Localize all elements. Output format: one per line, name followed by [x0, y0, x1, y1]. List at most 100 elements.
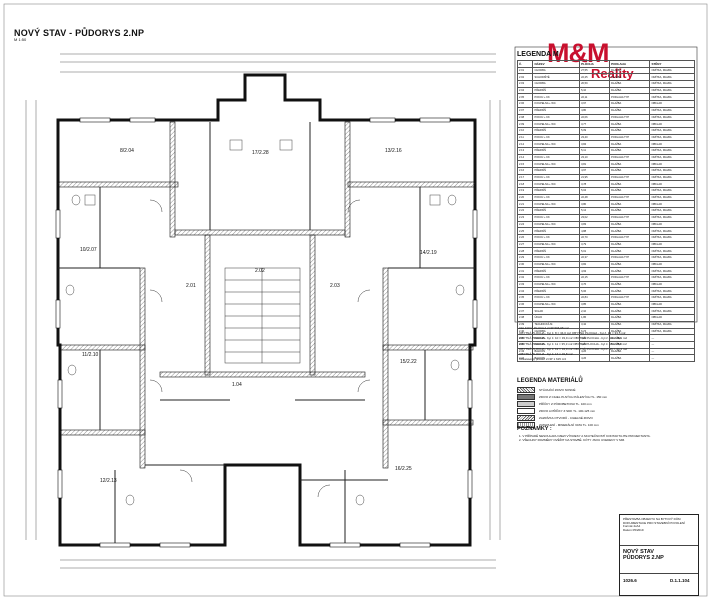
legend-cell: 3,81 — [579, 160, 611, 168]
material-label: ZDIVO Z CIHEL PLNÝCH PÁLENÝCH TL. 150 mm — [539, 394, 608, 399]
legend-cell: PŘEDSÍŇ — [532, 167, 581, 175]
legend-cell: 5,06 — [579, 287, 611, 296]
title-block: PŘESTAVBA OBJEKTU NA BYTOVÝ DŮM DOKUMENT… — [619, 514, 699, 596]
legend-cell: PODLAHA TYP — [609, 113, 651, 122]
drawing-title-line: PŮDORYS 2.NP — [623, 555, 664, 561]
summary-line: OBYTNÁ PLOCHA - byt č. 12 = 34,9 m2 OBYT… — [519, 346, 628, 351]
legend-cell: OBKLAD — [649, 160, 695, 168]
material-label: ZDIVO A PŘÍČKY Z SDK TL. 100-125 mm — [539, 408, 596, 413]
legend-cell: DLAŽBA — [609, 66, 651, 75]
legend-cell: 2.22 — [516, 207, 534, 215]
legend-cell: 2.07 — [516, 106, 534, 115]
summary-total: CELKOVÁ PLOCHA 2.NP 596,65 m2 — [519, 326, 569, 330]
legend-cell: PŘEDSÍŇ — [532, 227, 581, 235]
title-block-project: PŘESTAVBA OBJEKTU NA BYTOVÝ DŮM DOKUMENT… — [623, 517, 685, 532]
legend-cell: OMÍTKA, MALBA — [649, 294, 695, 302]
legend-cell: OBKLAD — [649, 300, 695, 309]
legend-cell: POKOJ + KK — [532, 173, 581, 182]
legend-cell: 3,84 — [579, 140, 611, 148]
legend-cell: PODLAHA TYP — [609, 93, 651, 102]
legend-cell: PODLAHA TYP — [609, 213, 651, 222]
summary-line: OBYTNÁ PLOCHA - byt č. 17 = 33,8 m2 — [519, 352, 573, 357]
legend-header-row: Č. NÁZEV PLOCHA PODLAHA STĚNY — [516, 60, 695, 68]
legend-cell: POKOJ + KK — [532, 233, 581, 242]
material-swatch — [517, 386, 535, 393]
legend-cell: — — [649, 354, 695, 362]
legend-cell: 5,01 — [579, 247, 611, 255]
legend-cell: 23,10 — [579, 153, 611, 162]
legend-cell: 1,86 — [579, 314, 611, 322]
legend-cell: POKOJ + KK — [532, 113, 581, 122]
material-item: ZDIVO Z CIHEL PLNÝCH PÁLENÝCH TL. 150 mm — [517, 393, 695, 400]
legend-cell: 2.05 — [516, 93, 534, 102]
material-swatch — [517, 414, 535, 421]
room-label: 13/2.16 — [385, 148, 402, 154]
legend-cell: 2.23 — [516, 213, 534, 222]
legend-cell: PŘEDSÍŇ — [532, 207, 581, 215]
legend-cell: 2.24 — [516, 220, 534, 229]
legend-cell: 2.19 — [516, 187, 534, 195]
legend-cell: 2.04 — [516, 86, 534, 95]
legend-cell: 3,80 — [579, 200, 611, 209]
drawing-number: 1026.6 — [623, 578, 637, 583]
legend-cell: 22,06 — [579, 113, 611, 122]
legend-cell: DLAŽBA — [609, 140, 651, 148]
door-swings — [149, 199, 371, 498]
legend-cell: 2.13 — [516, 146, 534, 155]
material-item: ZAZDÍVKA OTVORŮ - CIHELNÉ ZDIVO — [517, 414, 695, 421]
legend-cell: DLAŽBA — [609, 187, 651, 195]
legend-cell: PODLAHA TYP — [609, 294, 651, 302]
legend-header-cell: NÁZEV — [532, 60, 581, 68]
sheet-format: Formát 4xA4 — [623, 524, 641, 529]
material-item: PŘÍČKY Z PÓROBETONU TL. 100 mm — [517, 400, 695, 407]
legend-cell: 2.27 — [516, 240, 534, 249]
legend-cell: OMÍTKA, MALBA — [649, 227, 695, 235]
legend-cell: OBKLAD — [649, 220, 695, 229]
legend-cell: OMÍTKA, MALBA — [649, 66, 695, 75]
dimension-lines — [25, 53, 501, 569]
legend-cell: DLAŽBA — [609, 354, 651, 362]
legend-cell: 23,40 — [579, 133, 611, 142]
materials-legend: STÁVAJÍCÍ ZDIVO NOSNÉ ZDIVO Z CIHEL PLNÝ… — [517, 386, 695, 428]
materials-title: LEGENDA MATERIÁLŮ — [517, 378, 583, 384]
legend-cell: PŘEDSÍŇ — [532, 126, 581, 135]
legend-cell: PŘEDSÍŇ — [532, 187, 581, 195]
legend-cell: DLAŽBA — [609, 146, 651, 155]
room-label: 15/2.22 — [400, 359, 417, 365]
legend-cell: DLAŽBA — [609, 160, 651, 168]
legend-cell: 2.29 — [516, 253, 534, 262]
load-bearing-walls — [57, 121, 476, 469]
legend-cell: DLAŽBA — [609, 200, 651, 209]
legend-cell: KOUPELNA + WC — [532, 280, 581, 289]
legend-cell: DLAŽBA — [609, 73, 651, 82]
room-label: 2.03 — [330, 283, 340, 289]
legend-cell: OMÍTKA, MALBA — [649, 113, 695, 122]
legend-cell: OBKLAD — [649, 140, 695, 148]
legend-cell: DLAŽBA — [609, 267, 651, 275]
legend-cell: OBKLAD — [649, 120, 695, 128]
legend-cell: OMÍTKA, MALBA — [649, 287, 695, 296]
legend-cell: OMÍTKA, MALBA — [649, 247, 695, 255]
legend-header-cell: Č. — [516, 60, 534, 68]
material-label: ZAZDÍVKA OTVORŮ - CIHELNÉ ZDIVO — [539, 415, 593, 420]
legend-cell: 22,25 — [579, 73, 611, 82]
legend-cell: PŘEDSÍŇ — [532, 146, 581, 155]
legend-cell: OMÍTKA, MALBA — [649, 133, 695, 142]
legend-cell: 3,78 — [579, 180, 611, 189]
legend-cell: CHODBA — [532, 66, 581, 75]
material-label: PŘÍČKY Z PÓROBETONU TL. 100 mm — [539, 401, 592, 406]
legend-cell: DLAŽBA — [609, 220, 651, 229]
legend-cell: KOUPELNA + WC — [532, 100, 581, 108]
